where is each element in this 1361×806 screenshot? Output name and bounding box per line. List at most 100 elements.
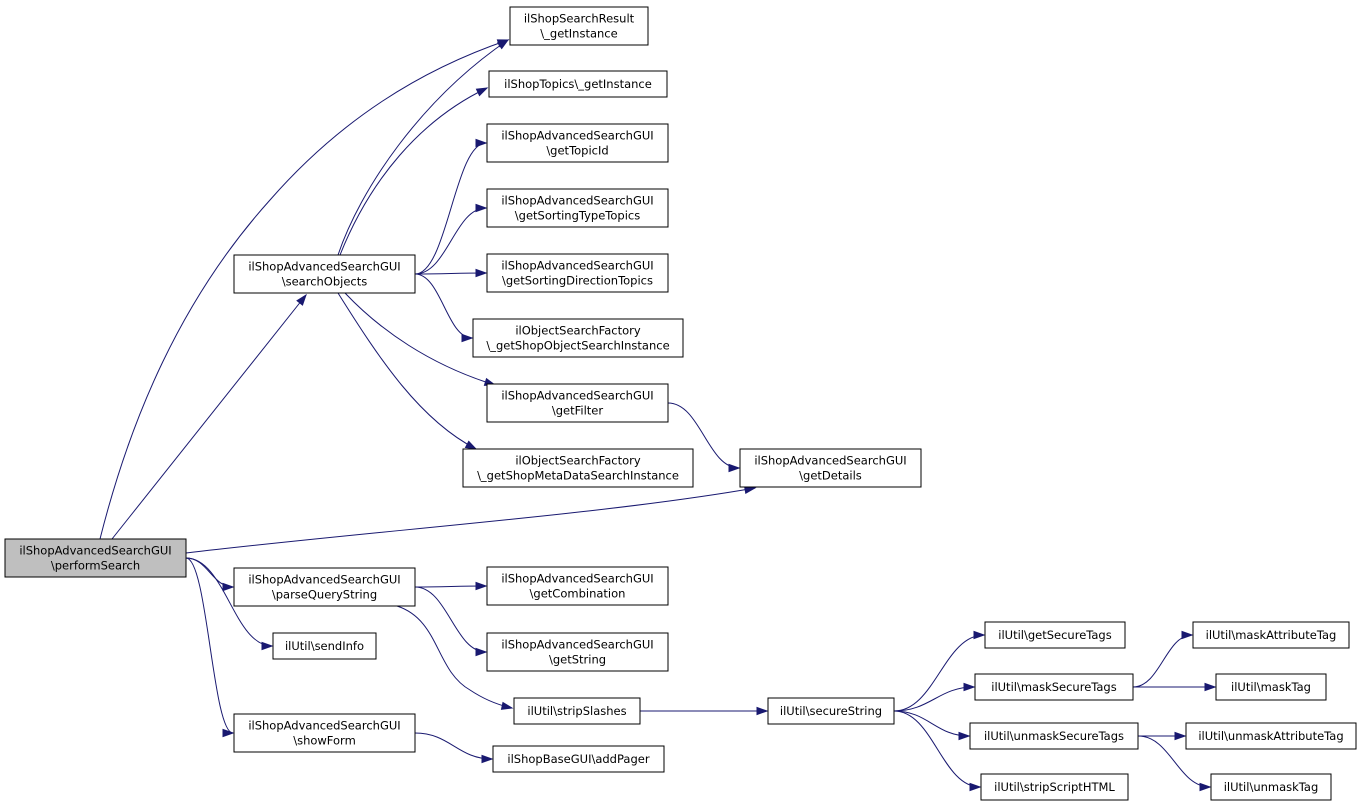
- edge-searchObjects-to-getShopMetaDataSearchInstance: [337, 292, 478, 450]
- node-label-line: \_getShopObjectSearchInstance: [486, 339, 669, 353]
- node-topicsGetInstance[interactable]: ilShopTopics\_getInstance: [488, 70, 668, 98]
- arrowhead-icon: [973, 630, 986, 640]
- node-box: [1215, 673, 1327, 701]
- node-box: [980, 773, 1129, 801]
- node-label-line: ilUtil\stripScriptHTML: [994, 780, 1115, 794]
- node-label-line: ilShopBaseGUI\addPager: [507, 752, 649, 766]
- node-maskSecureTags[interactable]: ilUtil\maskSecureTags: [974, 673, 1134, 701]
- node-label-line: \getDetails: [799, 469, 862, 483]
- edge-performSearch-to-sendInfo: [185, 557, 274, 651]
- edge-line: [344, 292, 496, 386]
- node-box: [1192, 621, 1350, 649]
- node-getShopMetaDataSearchInstance[interactable]: ilObjectSearchFactory\_getShopMetaDataSe…: [462, 448, 694, 488]
- arrowhead-icon: [475, 268, 488, 278]
- node-label-line: ilShopAdvancedSearchGUI: [248, 719, 400, 733]
- node-box: [4, 538, 187, 578]
- node-getSecureTags[interactable]: ilUtil\getSecureTags: [984, 621, 1126, 649]
- node-searchResultGetInstance[interactable]: ilShopSearchResult\_getInstance: [509, 6, 649, 46]
- edge-showForm-to-addPager: [414, 732, 494, 764]
- arrowhead-icon: [969, 782, 982, 792]
- edge-line: [1132, 634, 1193, 688]
- node-sendInfo[interactable]: ilUtil\sendInfo: [272, 632, 377, 660]
- node-secureString[interactable]: ilUtil\secureString: [767, 697, 895, 725]
- node-maskTag[interactable]: ilUtil\maskTag: [1215, 673, 1327, 701]
- node-stripScriptHTML[interactable]: ilUtil\stripScriptHTML: [980, 773, 1129, 801]
- node-label-line: ilUtil\stripSlashes: [527, 704, 626, 718]
- node-label-line: \_getShopMetaDataSearchInstance: [477, 469, 679, 483]
- node-label-line: ilShopAdvancedSearchGUI: [501, 572, 653, 586]
- node-showForm[interactable]: ilShopAdvancedSearchGUI\showForm: [233, 713, 416, 753]
- node-unmaskTag[interactable]: ilUtil\unmaskTag: [1210, 773, 1332, 801]
- edge-searchObjects-to-getSortingDirectionTopics: [414, 268, 488, 278]
- edge-line: [339, 87, 488, 256]
- arrowhead-icon: [296, 293, 307, 306]
- edge-stripSlashes-to-secureString: [640, 706, 769, 716]
- node-parseQueryString[interactable]: ilShopAdvancedSearchGUI\parseQueryString: [233, 567, 416, 607]
- edge-line: [185, 557, 234, 734]
- arrowhead-icon: [1174, 731, 1187, 741]
- edge-maskSecureTags-to-maskAttributeTag: [1132, 630, 1194, 688]
- node-searchObjects[interactable]: ilShopAdvancedSearchGUI\searchObjects: [233, 254, 416, 294]
- node-label-line: ilObjectSearchFactory: [515, 454, 641, 468]
- node-label-line: ilShopSearchResult: [524, 12, 635, 26]
- arrowhead-icon: [1181, 630, 1194, 640]
- node-addPager[interactable]: ilShopBaseGUI\addPager: [492, 745, 665, 773]
- nodes-layer: ilShopAdvancedSearchGUI\performSearchilS…: [4, 6, 1357, 801]
- node-unmaskSecureTags[interactable]: ilUtil\unmaskSecureTags: [969, 722, 1139, 750]
- arrowhead-icon: [728, 463, 741, 473]
- node-box: [233, 567, 416, 607]
- node-box: [486, 632, 669, 672]
- node-getShopObjectSearchInstance[interactable]: ilObjectSearchFactory\_getShopObjectSear…: [472, 318, 684, 358]
- edge-line: [414, 272, 487, 275]
- node-label-line: ilShopAdvancedSearchGUI: [248, 573, 400, 587]
- node-getFilter[interactable]: ilShopAdvancedSearchGUI\getFilter: [486, 383, 669, 423]
- node-label-line: ilShopAdvancedSearchGUI: [501, 129, 653, 143]
- edge-performSearch-to-searchObjects: [111, 293, 307, 540]
- node-box: [492, 745, 665, 773]
- node-box: [488, 70, 668, 98]
- node-label-line: ilShopAdvancedSearchGUI: [19, 544, 171, 558]
- edge-searchObjects-to-searchResultGetInstance: [337, 39, 510, 256]
- edge-unmaskSecureTags-to-unmaskTag: [1137, 735, 1212, 792]
- node-box: [272, 632, 377, 660]
- node-label-line: \searchObjects: [282, 275, 368, 289]
- arrowhead-icon: [500, 701, 514, 710]
- node-performSearch[interactable]: ilShopAdvancedSearchGUI\performSearch: [4, 538, 187, 578]
- node-label-line: ilShopAdvancedSearchGUI: [501, 194, 653, 208]
- arrowhead-icon: [963, 682, 976, 692]
- edge-performSearch-to-parseQueryString: [185, 557, 235, 592]
- edge-line: [414, 207, 487, 275]
- node-label-line: \showForm: [293, 734, 356, 748]
- edge-line: [396, 605, 513, 709]
- node-getSortingDirectionTopics[interactable]: ilShopAdvancedSearchGUI\getSortingDirect…: [486, 253, 669, 293]
- arrowhead-icon: [1199, 782, 1212, 792]
- edge-line: [414, 142, 487, 275]
- node-getCombination[interactable]: ilShopAdvancedSearchGUI\getCombination: [486, 566, 669, 606]
- node-unmaskAttributeTag[interactable]: ilUtil\unmaskAttributeTag: [1185, 722, 1357, 750]
- node-getSortingTypeTopics[interactable]: ilShopAdvancedSearchGUI\getSortingTypeTo…: [486, 188, 669, 228]
- edge-searchObjects-to-getShopObjectSearchInstance: [414, 273, 474, 343]
- arrowhead-icon: [475, 581, 488, 591]
- edge-line: [893, 710, 981, 788]
- node-label-line: \performSearch: [51, 559, 140, 573]
- node-label-line: ilShopAdvancedSearchGUI: [248, 260, 400, 274]
- node-label-line: ilUtil\maskAttributeTag: [1206, 628, 1337, 642]
- node-getString[interactable]: ilShopAdvancedSearchGUI\getString: [486, 632, 669, 672]
- node-stripSlashes[interactable]: ilUtil\stripSlashes: [513, 697, 641, 725]
- node-getTopicId[interactable]: ilShopAdvancedSearchGUI\getTopicId: [486, 123, 669, 163]
- node-box: [969, 722, 1139, 750]
- node-label-line: \getSortingTypeTopics: [515, 209, 640, 223]
- node-label-line: \_getInstance: [540, 27, 617, 41]
- edge-line: [99, 39, 509, 540]
- arrowhead-icon: [464, 440, 478, 450]
- node-box: [462, 448, 694, 488]
- arrowhead-icon: [475, 138, 488, 148]
- node-box: [974, 673, 1134, 701]
- node-getDetails[interactable]: ilShopAdvancedSearchGUI\getDetails: [739, 448, 922, 488]
- edge-line: [185, 557, 273, 647]
- node-box: [739, 448, 922, 488]
- node-maskAttributeTag[interactable]: ilUtil\maskAttributeTag: [1192, 621, 1350, 649]
- node-box: [767, 697, 895, 725]
- arrowhead-icon: [756, 706, 769, 716]
